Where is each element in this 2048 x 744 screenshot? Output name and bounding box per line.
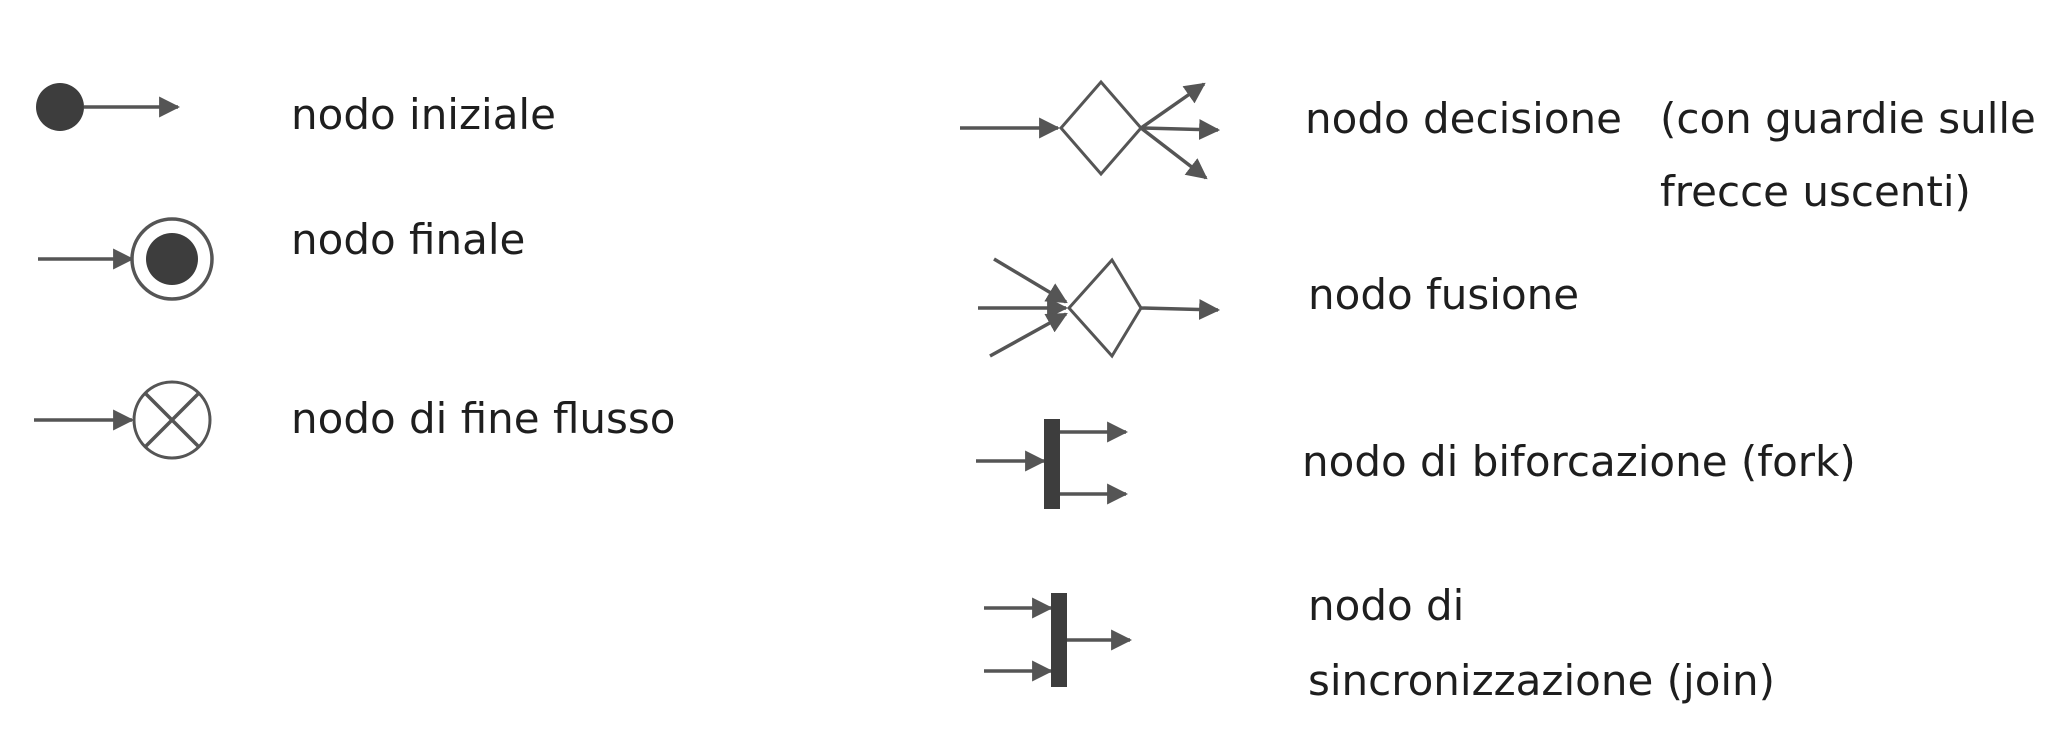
final-node-icon — [38, 217, 214, 301]
decision-node-label: nodo decisione — [1305, 94, 1622, 143]
join-node-label-line2: sincronizzazione (join) — [1308, 656, 1776, 705]
decision-node-icon — [960, 79, 1221, 180]
flow-final-node-icon — [34, 380, 212, 460]
fork-node-icon — [976, 419, 1129, 509]
join-node-icon — [984, 593, 1133, 687]
merge-node-icon — [978, 257, 1221, 359]
initial-node-label: nodo iniziale — [291, 90, 556, 139]
decision-node-note-line2: frecce uscenti) — [1660, 167, 1971, 216]
fork-node-label: nodo di biforcazione (fork) — [1302, 437, 1856, 486]
decision-node-note-line1: (con guardie sulle — [1660, 94, 2036, 143]
final-node-label: nodo finale — [291, 215, 526, 264]
initial-node-icon — [36, 83, 181, 131]
merge-node-label: nodo fusione — [1308, 270, 1580, 319]
join-node-label-line1: nodo di — [1308, 581, 1465, 630]
flow-final-node-label: nodo di fine flusso — [291, 394, 676, 443]
